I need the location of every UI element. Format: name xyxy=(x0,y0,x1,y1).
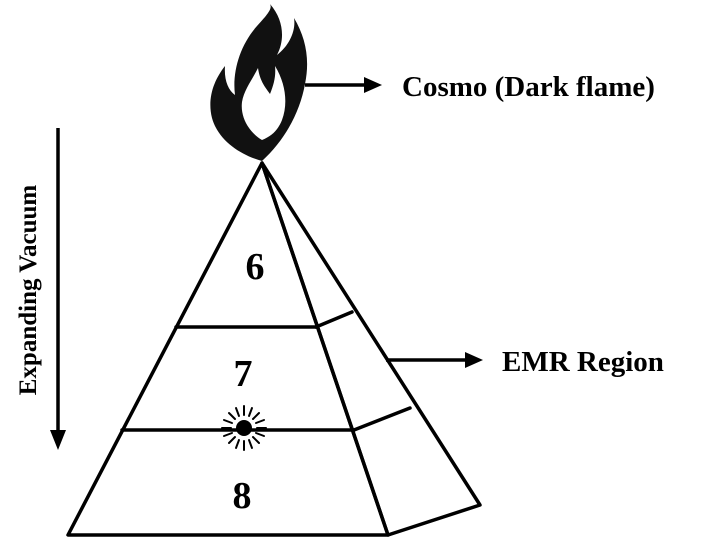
flame-arrow xyxy=(305,77,382,93)
flame-label: Cosmo (Dark flame) xyxy=(402,71,655,103)
layer-divider-lower-side xyxy=(354,408,410,430)
pyramid-front-face xyxy=(68,163,388,535)
sun-icon xyxy=(222,406,266,450)
pyramid xyxy=(68,163,480,535)
pyramid-side-face xyxy=(262,163,480,535)
flame-icon xyxy=(210,4,307,161)
layer-number-8: 8 xyxy=(233,475,252,517)
vacuum-label: Expanding Vacuum xyxy=(15,185,42,396)
emr-label: EMR Region xyxy=(502,346,664,378)
vacuum-arrow xyxy=(50,128,66,450)
layer-number-6: 6 xyxy=(246,246,265,288)
layer-divider-upper-side xyxy=(316,312,352,327)
layer-number-7: 7 xyxy=(234,353,253,395)
emr-arrow xyxy=(386,352,483,368)
